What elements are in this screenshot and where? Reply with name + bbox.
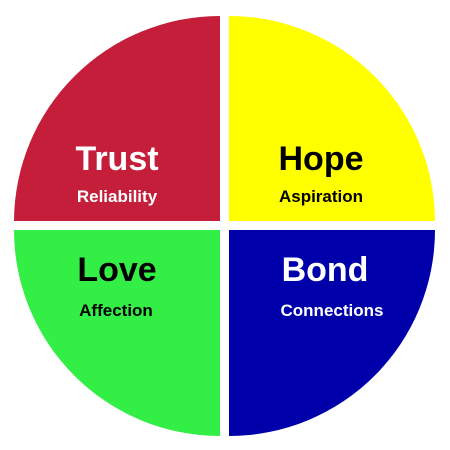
quadrant-hope-title: Hope (279, 140, 364, 178)
quadrant-trust-title: Trust (75, 140, 158, 178)
quadrant-bond-subtitle: Connections (281, 301, 384, 320)
quadrant-trust-subtitle: Reliability (77, 187, 158, 206)
quadrant-love (14, 230, 220, 436)
quadrant-hope-subtitle: Aspiration (279, 187, 363, 206)
quadrant-love-subtitle: Affection (79, 301, 153, 320)
quadrant-hope (229, 16, 435, 221)
quadrant-trust (14, 16, 220, 221)
quadrant-bond-title: Bond (282, 251, 369, 289)
quadrant-love-title: Love (77, 251, 156, 289)
quadrant-bond (229, 230, 435, 436)
